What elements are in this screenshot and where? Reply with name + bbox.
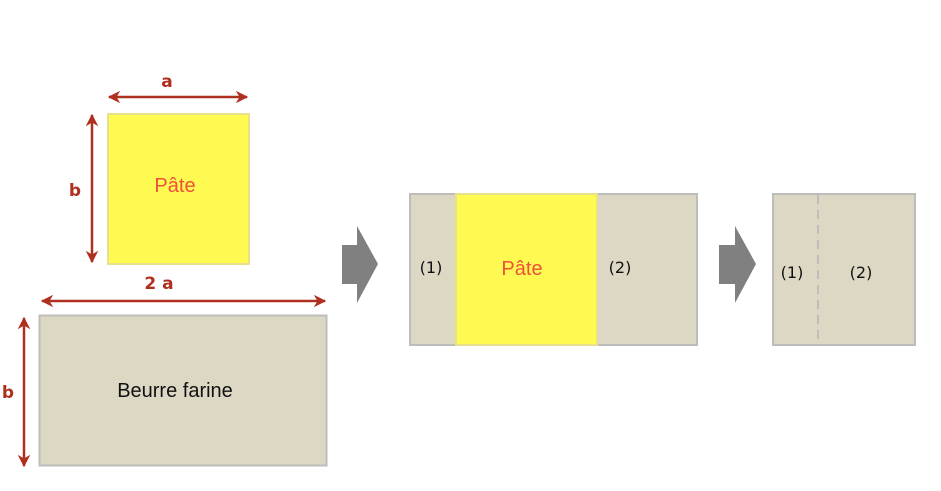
step1-butter-group: 2 a b Beurre farine bbox=[2, 274, 328, 468]
step1-pate-group: a b Pâte bbox=[69, 72, 250, 265]
pate-square bbox=[107, 113, 250, 265]
pate-height-label: b bbox=[69, 181, 81, 201]
flap-1-label: (1) bbox=[420, 258, 443, 277]
butter-label: Beurre farine bbox=[117, 380, 233, 402]
pate-label: Pâte bbox=[154, 175, 195, 197]
pate-on-butter bbox=[455, 193, 598, 346]
butter-width-label: 2 a bbox=[144, 274, 173, 294]
pate-label: Pâte bbox=[501, 258, 542, 280]
flap-1-label: (1) bbox=[781, 263, 804, 282]
flap-2-label: (2) bbox=[850, 263, 873, 282]
step3-group: (1) (2) bbox=[772, 193, 916, 346]
step-arrow-icon bbox=[719, 226, 756, 303]
pate-width-label: a bbox=[161, 72, 172, 92]
step2-group: (1) Pâte (2) bbox=[409, 193, 698, 346]
flap-2-label: (2) bbox=[609, 258, 632, 277]
butter-height-label: b bbox=[2, 383, 14, 403]
butter-rectangle bbox=[38, 314, 328, 467]
step-arrow-icon bbox=[342, 226, 378, 303]
folded-rectangle bbox=[772, 193, 916, 346]
